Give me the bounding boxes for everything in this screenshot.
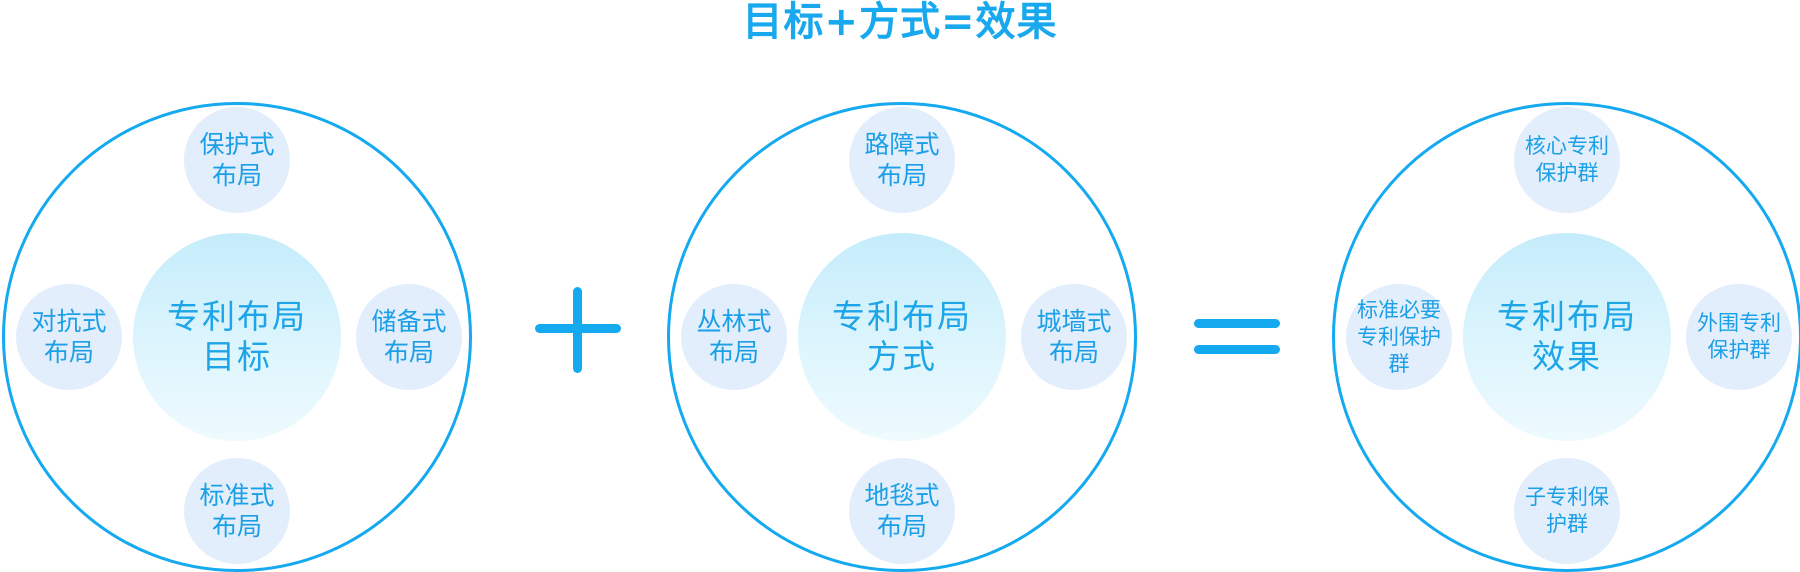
- effect-center-label: 专利布局效果: [1497, 297, 1637, 376]
- method-node-top: 路障式布局: [849, 107, 955, 213]
- target-node-left: 对抗式布局: [16, 284, 122, 390]
- target-node-bottom: 标准式布局: [184, 458, 290, 564]
- effect-node-bottom: 子专利保护群: [1514, 458, 1620, 564]
- effect-center-circle: 专利布局效果: [1463, 233, 1671, 441]
- effect-node-left: 标准必要专利保护群: [1346, 284, 1452, 390]
- effect-node-top-label: 核心专利保护群: [1525, 134, 1609, 185]
- effect-node-right-label: 外围专利保护群: [1697, 311, 1781, 362]
- method-node-left-label: 丛林式布局: [696, 307, 772, 367]
- diagram-title: 目标+方式=效果: [742, 0, 1058, 45]
- target-center-circle: 专利布局目标: [133, 233, 341, 441]
- method-node-top-label: 路障式布局: [864, 130, 940, 190]
- target-node-top: 保护式布局: [184, 107, 290, 213]
- target-center-label: 专利布局目标: [167, 297, 307, 376]
- method-group: 专利布局方式 路障式布局 丛林式布局 城墙式布局 地毯式布局: [667, 102, 1137, 572]
- method-node-bottom-label: 地毯式布局: [864, 481, 940, 541]
- method-node-bottom: 地毯式布局: [849, 458, 955, 564]
- effect-node-left-label: 标准必要专利保护群: [1357, 297, 1441, 376]
- effect-node-right: 外围专利保护群: [1686, 284, 1792, 390]
- method-node-right: 城墙式布局: [1021, 284, 1127, 390]
- effect-node-bottom-label: 子专利保护群: [1525, 485, 1609, 536]
- target-node-bottom-label: 标准式布局: [199, 481, 275, 541]
- target-node-right: 储备式布局: [356, 284, 462, 390]
- target-node-right-label: 储备式布局: [371, 307, 447, 367]
- effect-node-top: 核心专利保护群: [1514, 107, 1620, 213]
- equals-bottom-bar: [1194, 345, 1280, 354]
- method-center-circle: 专利布局方式: [798, 233, 1006, 441]
- method-center-label: 专利布局方式: [832, 297, 972, 376]
- target-node-left-label: 对抗式布局: [31, 307, 107, 367]
- method-node-right-label: 城墙式布局: [1036, 307, 1112, 367]
- effect-group: 专利布局效果 核心专利保护群 标准必要专利保护群 外围专利保护群 子专利保护群: [1332, 102, 1800, 572]
- equals-top-bar: [1194, 319, 1280, 328]
- target-node-top-label: 保护式布局: [199, 130, 275, 190]
- target-group: 专利布局目标 保护式布局 对抗式布局 储备式布局 标准式布局: [2, 102, 472, 572]
- method-node-left: 丛林式布局: [681, 284, 787, 390]
- plus-vertical-bar: [573, 287, 582, 373]
